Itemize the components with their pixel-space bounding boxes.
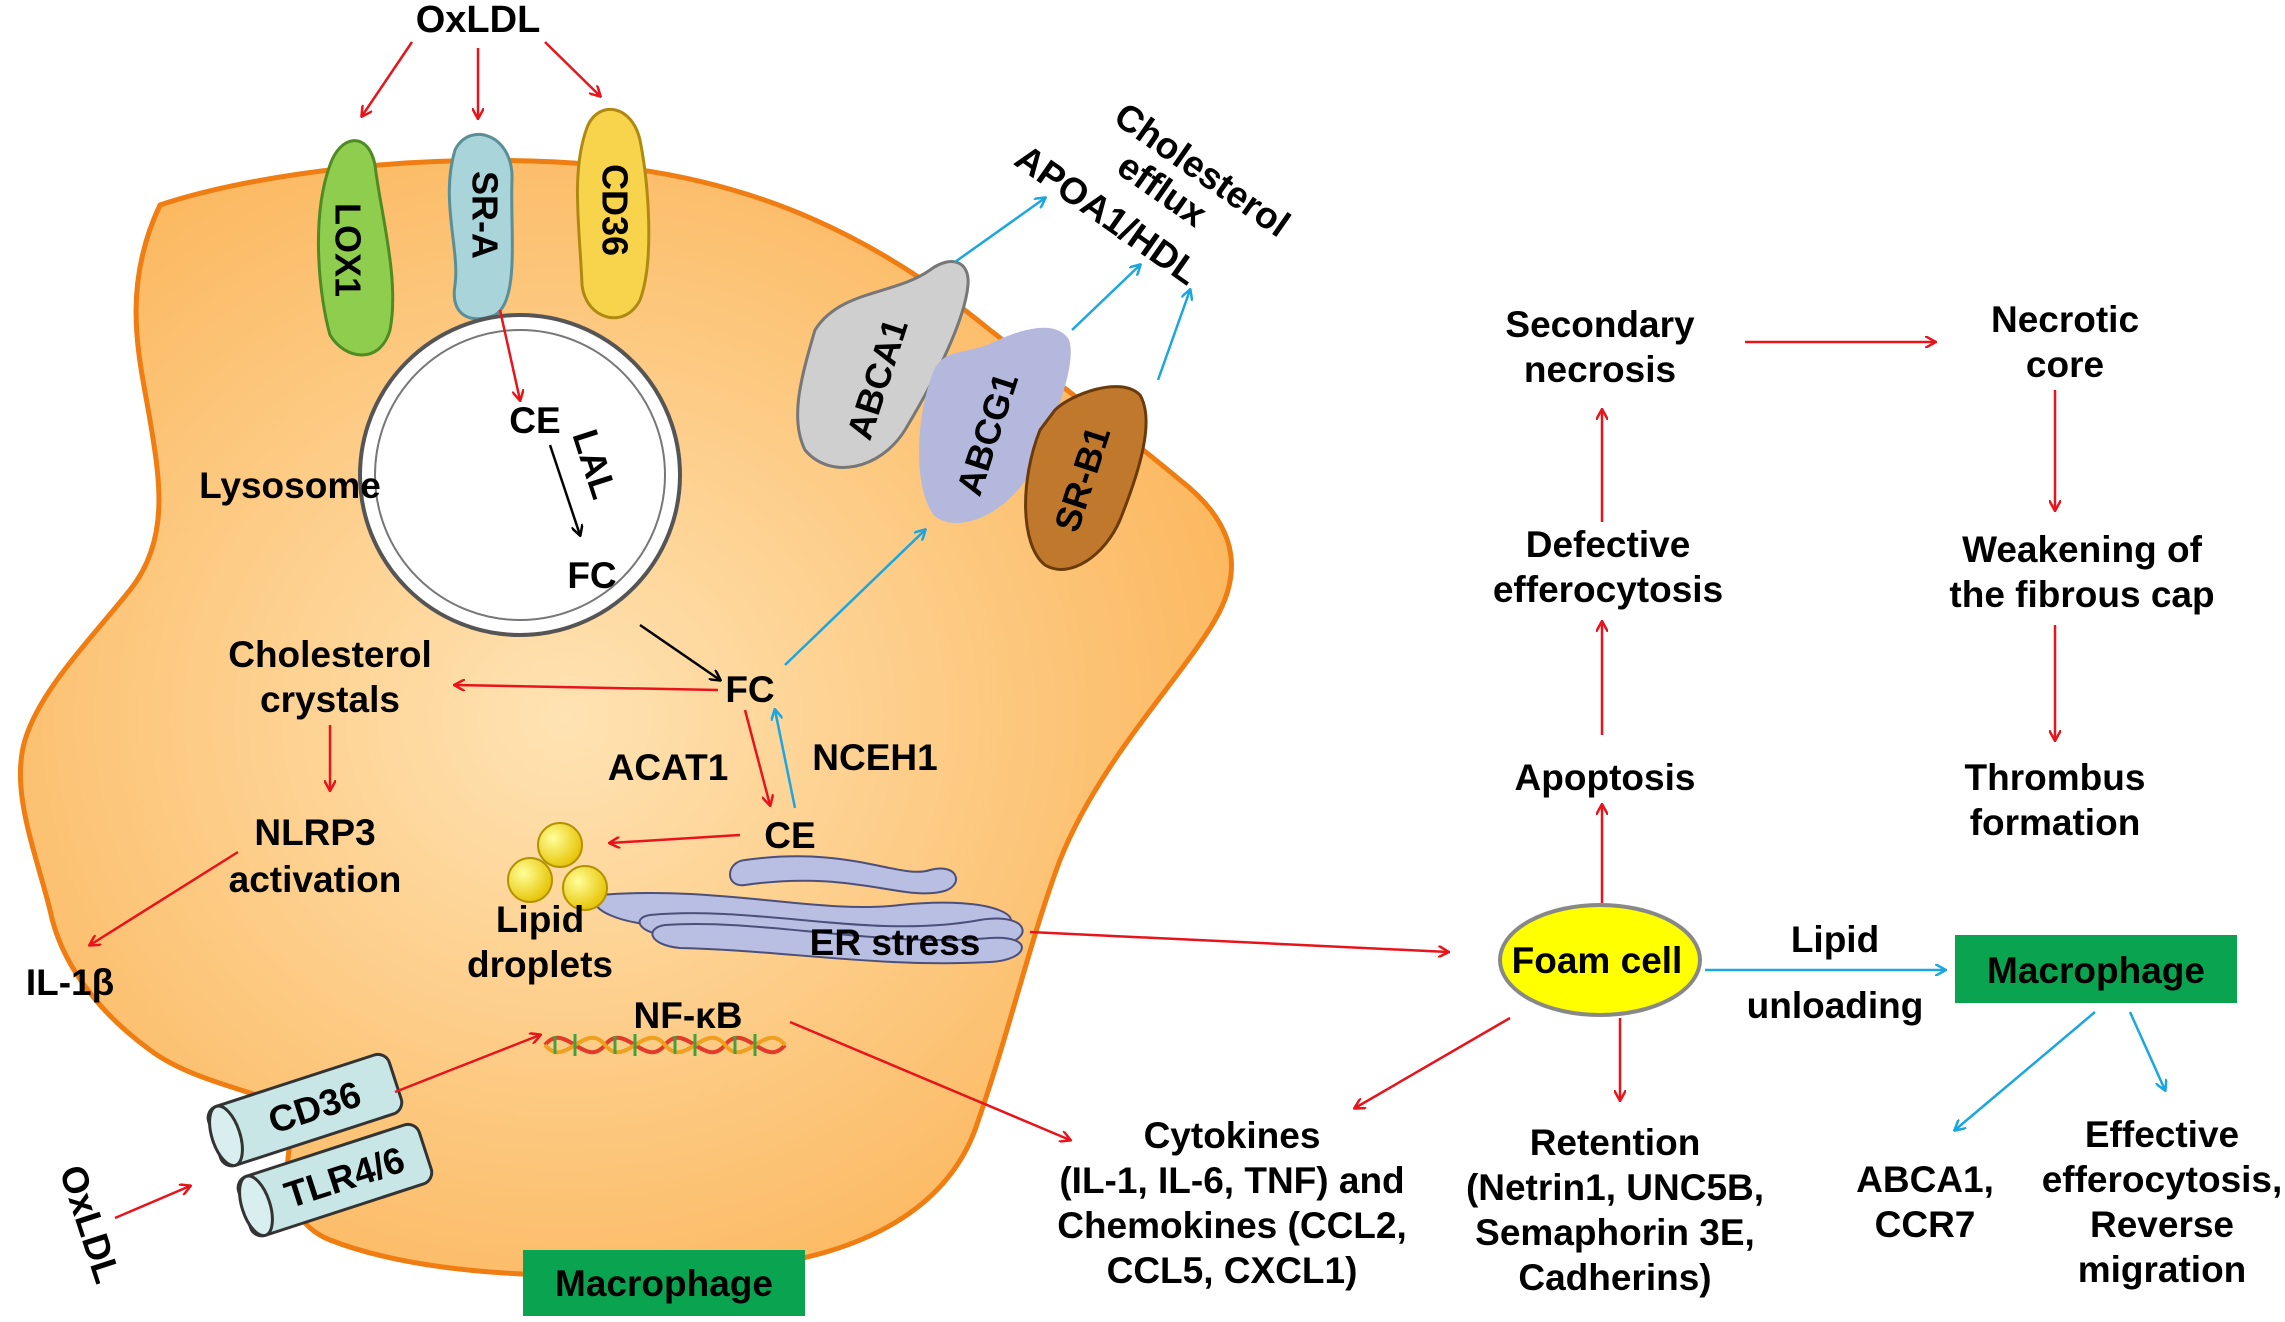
arrow-abca1-efflux [954,198,1045,264]
abca1-ccr7-line-1: ABCA1, [1856,1159,1994,1200]
lipid-unloading-line-2: unloading [1747,985,1924,1026]
arrow-macrophage-abca1 [1955,1011,2096,1130]
er-membranes [593,855,1024,965]
cytokines-line-2: (IL-1, IL-6, TNF) and [1059,1160,1404,1201]
arrow-fc-abcg1 [784,530,925,666]
thrombus-line-1: Thrombus [1965,757,2146,798]
cytokines-line-3: Chemokines (CCL2, [1057,1205,1407,1246]
effective-line-3: Reverse [2090,1204,2234,1245]
arrow-macrophage-effective [2128,1011,2165,1090]
abcg1-receptor: ABCG1 [919,327,1071,524]
macrophage-box-right [1955,935,2237,1003]
il1b-label: IL-1β [26,962,114,1003]
arrow-sra-lysosome [498,309,520,400]
lysosome-label: Lysosome [199,465,381,506]
srb1-receptor: SR-B1 [1024,385,1148,571]
cd36-bottom-receptor: CD36 [206,1052,404,1168]
nceh1-label: NCEH1 [812,737,937,778]
sra-receptor: SR-A [447,132,514,321]
arrow-fc-crystals [455,685,719,692]
arrow-fc-ce [743,709,770,805]
nlrp3-line-1: NLRP3 [254,812,375,853]
lipid-droplet [537,822,583,868]
abca1-receptor: ABCA1 [796,260,970,469]
arrow-ce-lipid [610,833,741,843]
effective-line-4: migration [2078,1249,2247,1290]
abca1-ccr7-line-2: CCR7 [1875,1204,1976,1245]
lysosome-inner [374,329,666,621]
oxldl-bottom-label: OxLDL [52,1160,128,1288]
foam-cell [1498,903,1702,1017]
cd36-top-receptor: CD36 [575,107,651,320]
lox1-receptor: LOX1 [316,139,395,357]
er-stress-label: ER stress [810,922,981,963]
cytokines-line-1: Cytokines [1144,1115,1321,1156]
ce-lysosome-label: CE [509,400,560,441]
apoptosis-label: Apoptosis [1515,757,1696,798]
arrow-nfkb-cytokines [789,1020,1070,1140]
nfkb-label: NF-κB [634,995,743,1036]
lipid-droplet [507,857,553,903]
arrow-foam-cytokines [1355,1016,1511,1108]
arrow-ce-fc [775,710,797,809]
ce-center-label: CE [764,815,815,856]
lipid-droplets-line-2: droplets [467,944,613,985]
cd36-top-label: CD36 [594,164,635,256]
defective-efferocytosis-line-2: efferocytosis [1493,569,1723,610]
arrow-cd36-nfkb [394,1035,540,1094]
secondary-necrosis-line-2: necrosis [1524,349,1676,390]
effective-line-1: Effective [2085,1114,2239,1155]
retention-line-4: Cadherins) [1518,1257,1711,1298]
retention-line-3: Semaphorin 3E, [1475,1212,1755,1253]
macrophage-right-label: Macrophage [1987,950,2205,991]
nlrp3-line-2: activation [229,859,402,900]
retention-line-2: (Netrin1, UNC5B, [1466,1167,1764,1208]
arrow-abcg1-efflux [1071,265,1140,331]
secondary-necrosis-line-1: Secondary [1505,304,1695,345]
cytokines-line-4: CCL5, CXCL1) [1107,1250,1358,1291]
arrow-lysosome-fc [639,623,720,680]
necrotic-core-line-1: Necrotic [1991,299,2139,340]
macrophage-cell-body [17,158,1234,1278]
cholesterol-crystals-line-1: Cholesterol [228,634,432,675]
weakening-line-2: the fibrous cap [1949,574,2214,615]
macrophage-box-bottom [523,1250,805,1316]
macrophage-cell-label: Macrophage [555,1263,773,1304]
lipid-droplets-line-1: Lipid [496,899,584,940]
arrow-er-foamcell [1029,930,1448,952]
oxldl-top-label: OxLDL [416,0,541,41]
cholesterol-crystals-line-2: crystals [260,679,400,720]
fc-center-label: FC [725,669,774,710]
arrow-oxldl-cd36 [544,41,600,96]
lipid-unloading-line-1: Lipid [1791,919,1879,960]
arrow-oxldl-receptor [114,1186,190,1220]
foam-cell-label: Foam cell [1512,940,1683,981]
necrotic-core-line-2: core [2026,344,2104,385]
arrow-ce-fc-lysosome [548,444,580,535]
arrow-oxldl-lox1 [362,41,414,116]
weakening-line-1: Weakening of [1962,529,2203,570]
thrombus-line-2: formation [1970,802,2141,843]
arrow-srb1-efflux [1156,290,1190,381]
acat1-label: ACAT1 [608,747,729,788]
effective-line-2: efferocytosis, [2042,1159,2283,1200]
arrow-nlrp3-il1b [90,850,239,945]
sra-label: SR-A [464,171,505,259]
dna-helix-icon [543,1034,787,1056]
retention-line-1: Retention [1530,1122,1701,1163]
lox1-label: LOX1 [327,203,368,297]
defective-efferocytosis-line-1: Defective [1526,524,1691,565]
fc-lysosome-label: FC [567,555,616,596]
lipid-droplet [562,865,608,911]
